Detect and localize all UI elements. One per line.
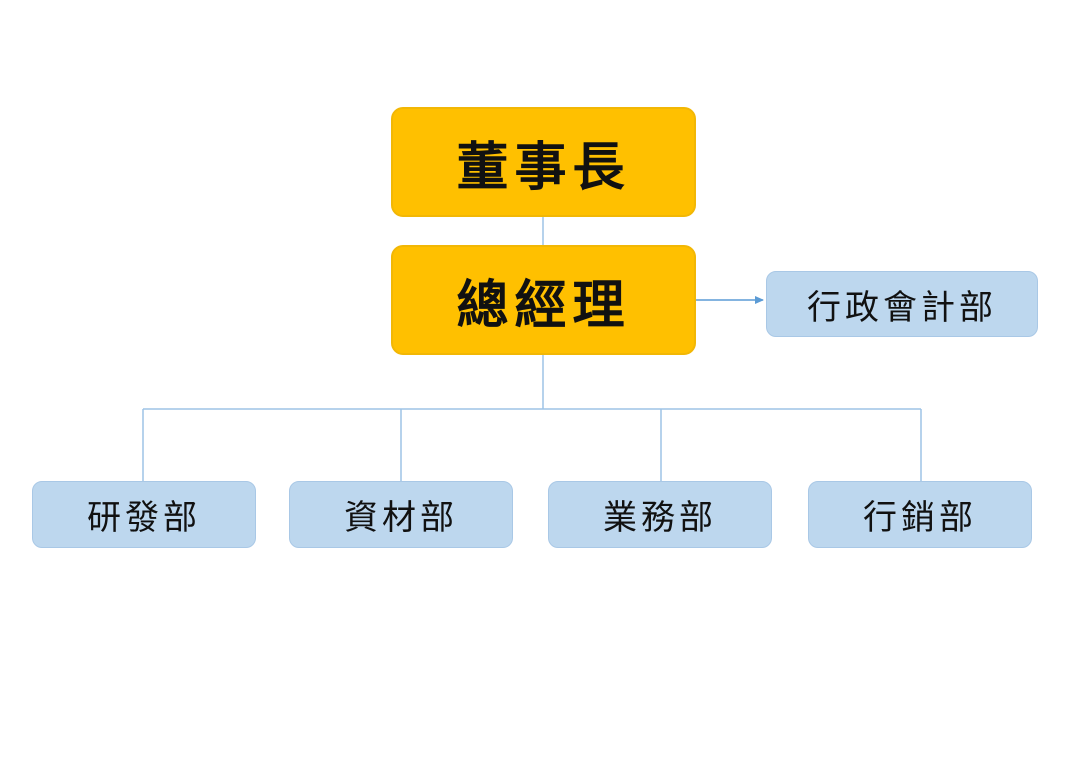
department-label-marketing: 行銷部 [863,498,977,538]
chairman-label: 董事長 [456,136,631,198]
general-manager-node: 總經理 [391,245,696,355]
admin-accounting-node: 行政會計部 [766,271,1038,337]
department-node-business: 業務部 [548,481,772,548]
general-manager-label: 總經理 [456,274,631,336]
department-node-rd: 研發部 [32,481,256,548]
department-label-material: 資材部 [344,498,458,538]
department-label-rd: 研發部 [87,498,201,538]
department-node-material: 資材部 [289,481,513,548]
admin-accounting-label: 行政會計部 [807,287,997,328]
chairman-node: 董事長 [391,107,696,217]
department-label-business: 業務部 [603,498,717,538]
department-node-marketing: 行銷部 [808,481,1032,548]
